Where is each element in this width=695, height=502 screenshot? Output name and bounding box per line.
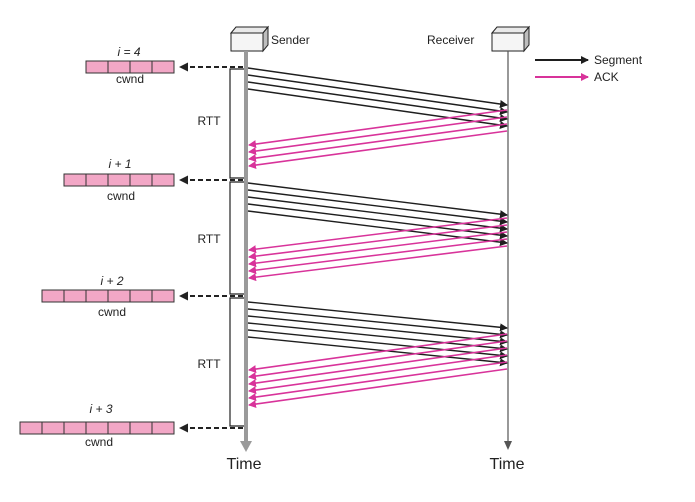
ack-arrow <box>248 368 508 408</box>
ack-arrow <box>248 238 508 275</box>
cwnd-cell <box>151 421 175 435</box>
cwnd-window <box>85 60 243 74</box>
segment-arrow <box>247 196 508 233</box>
rtt-label: RTT <box>197 232 221 246</box>
segment-arrow <box>247 81 508 122</box>
cwnd-cell <box>129 289 153 303</box>
cwnd-cell <box>129 173 153 187</box>
ack-arrow <box>248 361 508 401</box>
rtt-bracket <box>229 181 244 295</box>
ack-arrow <box>248 340 508 380</box>
cwnd-label: cwnd <box>107 189 135 203</box>
cwnd-cell <box>151 60 175 74</box>
segment-arrow <box>247 329 508 360</box>
cwnd-cell <box>41 421 65 435</box>
cwnd-cell <box>63 421 87 435</box>
sender-label: Sender <box>271 33 310 47</box>
cwnd-cell <box>107 173 131 187</box>
round-label: i + 2 <box>100 274 123 288</box>
cwnd-cell <box>85 173 109 187</box>
receiver-label: Receiver <box>427 33 474 47</box>
sender-timeline-arrowhead <box>240 441 252 452</box>
segment-arrow <box>247 67 508 108</box>
ack-arrow <box>248 347 508 387</box>
ack-arrow <box>248 245 508 282</box>
receiver-timeline-arrowhead <box>504 441 512 450</box>
receiver-node: Receiver <box>427 25 531 53</box>
cwnd-cell <box>41 289 65 303</box>
receiver-time-label: Time <box>490 456 525 473</box>
segment-arrow <box>247 203 508 240</box>
cwnd-cell <box>107 421 131 435</box>
ack-arrow <box>248 130 508 170</box>
round-label: i + 1 <box>108 157 131 171</box>
segment-arrow <box>247 189 508 226</box>
ack-arrow <box>248 224 508 261</box>
legend: Segment ACK <box>535 53 643 84</box>
segment-arrow <box>247 322 508 353</box>
cwnd-cell <box>85 60 109 74</box>
cwnd-window <box>19 421 243 435</box>
cwnd-window <box>63 173 243 187</box>
ack-arrow <box>248 123 508 163</box>
cwnd-cell <box>151 289 175 303</box>
segment-arrows <box>247 67 508 367</box>
ack-arrow <box>248 333 508 373</box>
rtt-label: RTT <box>197 114 221 128</box>
ack-arrow <box>248 231 508 268</box>
cwnd-cell <box>129 421 153 435</box>
segment-arrow <box>247 336 508 367</box>
cwnd-window <box>41 289 243 303</box>
segment-arrow <box>247 301 508 332</box>
sender-time-label: Time <box>227 456 262 473</box>
segment-arrow <box>247 315 508 346</box>
cwnd-cell <box>107 60 131 74</box>
ack-arrow <box>248 116 508 156</box>
segment-arrow <box>247 182 508 219</box>
segment-arrow <box>247 308 508 339</box>
cwnd-cell <box>85 421 109 435</box>
segment-arrow <box>247 210 508 247</box>
cwnd-cell <box>151 173 175 187</box>
segment-arrow <box>247 74 508 115</box>
cwnd-cell <box>107 289 131 303</box>
cwnd-cell <box>19 421 43 435</box>
legend-ack-label: ACK <box>594 70 619 84</box>
legend-segment-label: Segment <box>594 53 643 67</box>
cwnd-windows <box>19 60 243 435</box>
cwnd-cell <box>129 60 153 74</box>
ack-arrow <box>248 217 508 254</box>
cwnd-cell <box>85 289 109 303</box>
ack-arrows <box>248 109 508 408</box>
cwnd-cell <box>63 289 87 303</box>
rtt-label: RTT <box>197 357 221 371</box>
cwnd-label: cwnd <box>85 435 113 449</box>
rtt-bracket <box>229 68 244 179</box>
round-label: i = 4 <box>117 45 140 59</box>
rtt-brackets <box>229 68 244 427</box>
segment-arrow <box>247 88 508 129</box>
ack-arrow <box>248 109 508 149</box>
sender-node: Sender <box>229 25 310 53</box>
sender-computer-icon <box>229 25 270 53</box>
round-label: i + 3 <box>89 402 112 416</box>
cwnd-cell <box>63 173 87 187</box>
rtt-bracket <box>229 297 244 427</box>
receiver-computer-icon <box>490 25 531 53</box>
ack-arrow <box>248 354 508 394</box>
cwnd-label: cwnd <box>116 72 144 86</box>
cwnd-label: cwnd <box>98 305 126 319</box>
